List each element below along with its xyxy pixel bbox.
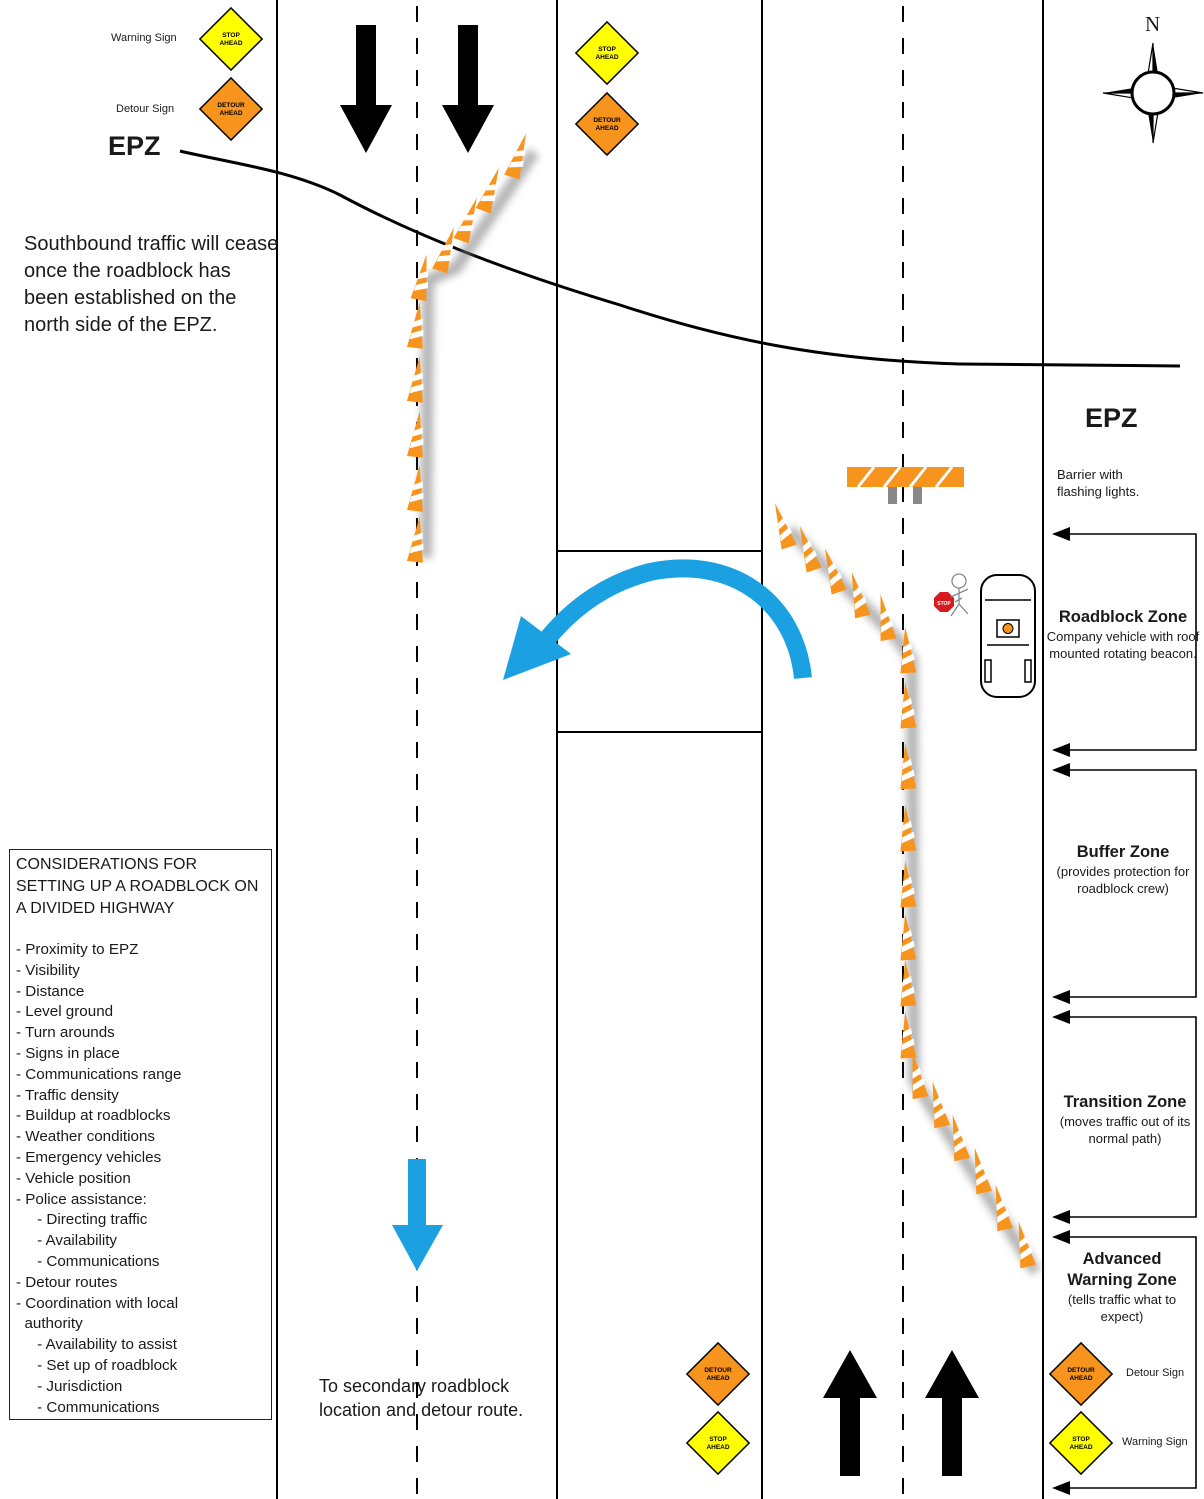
detour-sign-label-bottom: Detour Sign bbox=[1126, 1367, 1185, 1379]
svg-text:DETOUR: DETOUR bbox=[593, 117, 621, 124]
detour-sign-label-top: Detour Sign bbox=[116, 103, 175, 115]
detour-arrow bbox=[392, 1159, 443, 1271]
compass-rose-icon bbox=[1102, 42, 1204, 144]
consideration-item: - Turn arounds bbox=[16, 1024, 115, 1042]
southbound-arrow-2 bbox=[442, 25, 494, 153]
detour-note: To secondary roadblock location and deto… bbox=[319, 1376, 524, 1420]
barrier-note: Barrier with flashing lights. bbox=[1057, 467, 1140, 499]
warning-sign-median-top: STOP AHEAD bbox=[574, 20, 640, 86]
consideration-item: - Coordination with local bbox=[16, 1294, 179, 1312]
consideration-item: - Communications range bbox=[16, 1065, 182, 1083]
epz-label-south: EPZ bbox=[1085, 403, 1138, 433]
compass-north-label: N bbox=[1145, 12, 1161, 36]
stop-ahead-text: STOP bbox=[222, 32, 240, 39]
svg-text:AHEAD: AHEAD bbox=[595, 54, 618, 61]
svg-text:AHEAD: AHEAD bbox=[1069, 1444, 1092, 1451]
flagger-icon bbox=[934, 573, 969, 617]
warning-sign-legend-bottom: STOP AHEAD bbox=[1048, 1410, 1114, 1476]
considerations-list: - Proximity to EPZ - Visibility - Distance… bbox=[16, 940, 265, 1418]
considerations-box: CONSIDERATIONS FOR SETTING UP A ROADBLOC… bbox=[9, 849, 272, 1420]
consideration-item: - Set up of roadblock bbox=[16, 1356, 178, 1374]
detour-sign-median-top: DETOUR AHEAD bbox=[574, 91, 640, 157]
u-turn-arrow bbox=[541, 559, 812, 680]
svg-text:AHEAD: AHEAD bbox=[595, 125, 618, 132]
zone-title: Transition Zone bbox=[1063, 1093, 1187, 1111]
consideration-item: - Directing traffic bbox=[16, 1211, 148, 1229]
zone-desc: (moves traffic out of its normal path) bbox=[1059, 1114, 1191, 1146]
zone-desc: (provides protection for roadblock crew) bbox=[1056, 864, 1190, 896]
consideration-item: - Visibility bbox=[16, 961, 80, 979]
svg-text:DETOUR: DETOUR bbox=[217, 102, 245, 109]
consideration-item: - Level ground bbox=[16, 1003, 114, 1021]
consideration-item: - Distance bbox=[16, 982, 85, 1000]
consideration-item: - Police assistance: bbox=[16, 1190, 147, 1208]
svg-text:AHEAD: AHEAD bbox=[1069, 1375, 1092, 1382]
consideration-item: - Buildup at roadblocks bbox=[16, 1107, 171, 1125]
consideration-item: authority bbox=[16, 1315, 83, 1333]
barrier-icon bbox=[847, 466, 964, 504]
detour-sign-legend-top: DETOUR AHEAD bbox=[198, 76, 264, 142]
consideration-item: - Communications bbox=[16, 1398, 160, 1416]
stop-paddle-text: STOP bbox=[937, 601, 951, 607]
northbound-arrow-2 bbox=[925, 1350, 979, 1476]
consideration-item: - Detour routes bbox=[16, 1273, 118, 1291]
consideration-item: - Availability to assist bbox=[16, 1336, 177, 1354]
detour-sign-legend-bottom: DETOUR AHEAD bbox=[1048, 1341, 1114, 1407]
svg-text:AHEAD: AHEAD bbox=[219, 40, 242, 47]
zone-desc: (tells traffic what to expect) bbox=[1067, 1292, 1177, 1324]
svg-text:STOP: STOP bbox=[709, 1436, 727, 1443]
consideration-item: - Traffic density bbox=[16, 1086, 119, 1104]
warning-sign-label-bottom: Warning Sign bbox=[1122, 1436, 1188, 1448]
zone-title: Roadblock Zone bbox=[1058, 608, 1188, 626]
advanced-warning-zone-label: Advanced Warning Zone (tells traffic wha… bbox=[1054, 1249, 1190, 1325]
roadblock-zone-label: Roadblock Zone Company vehicle with roof… bbox=[1046, 607, 1200, 662]
zone-brackets bbox=[1054, 533, 1197, 1489]
consideration-item: - Signs in place bbox=[16, 1044, 120, 1062]
southbound-arrow-1 bbox=[340, 25, 392, 153]
buffer-zone-label: Buffer Zone (provides protection for roa… bbox=[1053, 842, 1193, 897]
southbound-note: Southbound traffic will cease once the r… bbox=[24, 233, 279, 336]
svg-text:AHEAD: AHEAD bbox=[706, 1444, 729, 1451]
epz-boundary-line bbox=[179, 149, 1181, 368]
consideration-item: - Communications bbox=[16, 1252, 160, 1270]
company-vehicle-icon bbox=[980, 574, 1036, 698]
zone-title: Buffer Zone bbox=[1076, 843, 1170, 861]
warning-sign-label-top: Warning Sign bbox=[111, 32, 177, 44]
consideration-item: - Weather conditions bbox=[16, 1128, 156, 1146]
svg-text:STOP: STOP bbox=[1072, 1436, 1090, 1443]
zone-desc: Company vehicle with roof mounted rotati… bbox=[1046, 629, 1200, 661]
consideration-item: - Proximity to EPZ bbox=[16, 941, 139, 958]
svg-text:AHEAD: AHEAD bbox=[706, 1375, 729, 1382]
consideration-item: - Jurisdiction bbox=[16, 1377, 123, 1395]
svg-text:STOP: STOP bbox=[598, 46, 616, 53]
considerations-heading: CONSIDERATIONS FOR SETTING UP A ROADBLOC… bbox=[16, 856, 259, 917]
transition-zone-label: Transition Zone (moves traffic out of it… bbox=[1050, 1092, 1200, 1147]
consideration-item: - Emergency vehicles bbox=[16, 1148, 162, 1166]
epz-label-north: EPZ bbox=[108, 131, 161, 161]
svg-text:DETOUR: DETOUR bbox=[704, 1367, 732, 1374]
svg-text:AHEAD: AHEAD bbox=[219, 110, 242, 117]
warning-sign-legend-top: STOP AHEAD bbox=[198, 6, 264, 72]
detour-sign-median-bottom: DETOUR AHEAD bbox=[685, 1341, 751, 1407]
consideration-item: - Availability bbox=[16, 1232, 118, 1250]
consideration-item: - Vehicle position bbox=[16, 1169, 131, 1187]
svg-text:DETOUR: DETOUR bbox=[1067, 1367, 1095, 1374]
northbound-arrow-1 bbox=[823, 1350, 877, 1476]
warning-sign-median-bottom: STOP AHEAD bbox=[685, 1410, 751, 1476]
zone-title: Advanced Warning Zone bbox=[1067, 1250, 1177, 1289]
